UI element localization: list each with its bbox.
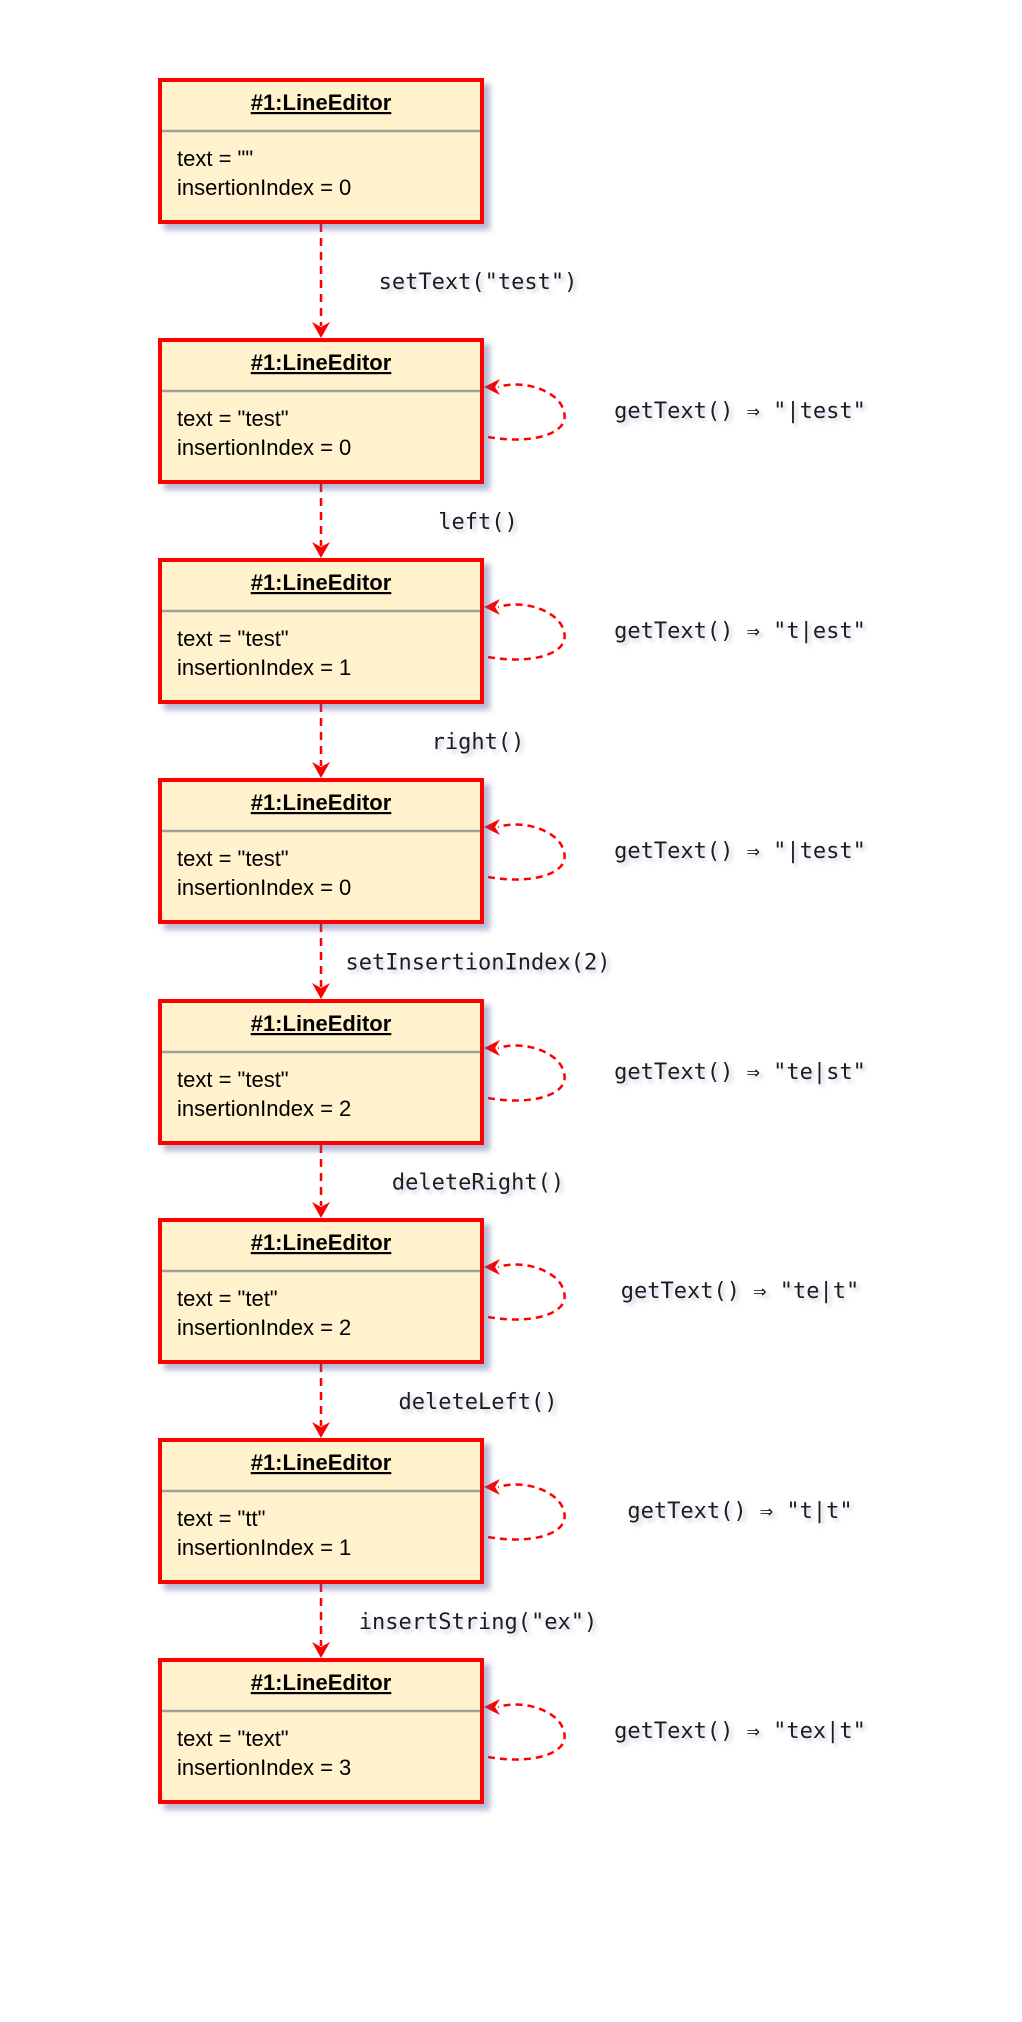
object-box-frame [158, 1218, 484, 1364]
self-call-loop [487, 823, 566, 881]
object-box[interactable]: #1:LineEditor text = "tt" insertionIndex =… [158, 1438, 484, 1584]
arrowhead-icon [484, 1699, 500, 1715]
object-title: #1:LineEditor [251, 1670, 392, 1695]
arrowhead-icon [312, 1642, 330, 1658]
arrowhead-icon [312, 1202, 330, 1218]
attribute-insertion-index: insertionIndex = 2 [177, 1096, 351, 1121]
object-box[interactable]: #1:LineEditor text = "test" insertionIndex… [158, 999, 484, 1145]
attribute-insertion-index: insertionIndex = 1 [177, 655, 351, 680]
object-title: #1:LineEditor [251, 90, 392, 115]
attribute-insertion-index: insertionIndex = 2 [177, 1315, 351, 1340]
arrowhead-icon [312, 542, 330, 558]
object-box[interactable]: #1:LineEditor text = "test" insertionIndex… [158, 338, 484, 484]
arrowhead-icon [484, 1259, 500, 1275]
arrowhead-icon [312, 1422, 330, 1438]
object-title: #1:LineEditor [251, 1230, 392, 1255]
transition-label: deleteRight() [392, 1171, 564, 1196]
self-call-label: getText() ⇒ "|test" [614, 399, 866, 424]
arrowhead-icon [484, 1040, 500, 1056]
arrowhead-icon [484, 599, 500, 615]
object-title: #1:LineEditor [251, 790, 392, 815]
attribute-text: text = "tet" [177, 1286, 278, 1311]
attribute-insertion-index: insertionIndex = 1 [177, 1535, 351, 1560]
object-box[interactable]: #1:LineEditor text = "tet" insertionIndex … [158, 1218, 484, 1364]
arrowhead-icon [312, 322, 330, 338]
object-box-frame [158, 338, 484, 484]
object-box-frame [158, 999, 484, 1145]
self-call-label: getText() ⇒ "|test" [614, 839, 866, 864]
self-call-label: getText() ⇒ "te|st" [614, 1060, 866, 1085]
attribute-insertion-index: insertionIndex = 3 [177, 1755, 351, 1780]
self-call-loop [487, 1263, 566, 1321]
transition-label: left() [438, 510, 517, 535]
object-box-frame [158, 1658, 484, 1804]
self-call-label: getText() ⇒ "t|est" [614, 619, 866, 644]
self-call-loop [487, 603, 566, 661]
object-box-frame [158, 558, 484, 704]
self-call-label: getText() ⇒ "t|t" [627, 1499, 852, 1524]
transition-label: setInsertionIndex(2) [346, 951, 611, 976]
object-title: #1:LineEditor [251, 1450, 392, 1475]
attribute-text: text = "test" [177, 1067, 289, 1092]
self-call-label: getText() ⇒ "tex|t" [614, 1719, 866, 1744]
attribute-text: text = "tt" [177, 1506, 265, 1531]
object-box-frame [158, 1438, 484, 1584]
attribute-text: text = "test" [177, 846, 289, 871]
transition-label: insertString("ex") [359, 1610, 597, 1635]
object-box[interactable]: #1:LineEditor text = "test" insertionIndex… [158, 778, 484, 924]
transition-label: right() [432, 730, 525, 755]
attribute-insertion-index: insertionIndex = 0 [177, 875, 351, 900]
object-title: #1:LineEditor [251, 350, 392, 375]
arrowhead-icon [484, 379, 500, 395]
arrowhead-icon [484, 1479, 500, 1495]
arrowhead-icon [312, 762, 330, 778]
attribute-text: text = "" [177, 146, 253, 171]
self-call-loop [487, 1483, 566, 1541]
transition-label: deleteLeft() [399, 1390, 558, 1415]
transition-label: setText("test") [379, 270, 578, 295]
object-box-frame [158, 778, 484, 924]
attribute-text: text = "test" [177, 406, 289, 431]
self-call-loop [487, 1703, 566, 1761]
attribute-text: text = "test" [177, 626, 289, 651]
self-call-loop [487, 383, 566, 441]
object-box[interactable]: #1:LineEditor text = "test" insertionIndex… [158, 558, 484, 704]
object-box[interactable]: #1:LineEditor text = "" insertionIndex = 0 [158, 78, 484, 224]
object-box-frame [158, 78, 484, 224]
arrowhead-icon [312, 983, 330, 999]
attribute-insertion-index: insertionIndex = 0 [177, 435, 351, 460]
arrowhead-icon [484, 819, 500, 835]
attribute-insertion-index: insertionIndex = 0 [177, 175, 351, 200]
object-box[interactable]: #1:LineEditor text = "text" insertionIndex… [158, 1658, 484, 1804]
self-call-loop [487, 1044, 566, 1102]
object-title: #1:LineEditor [251, 1011, 392, 1036]
object-title: #1:LineEditor [251, 570, 392, 595]
self-call-label: getText() ⇒ "te|t" [621, 1279, 859, 1304]
attribute-text: text = "text" [177, 1726, 289, 1751]
